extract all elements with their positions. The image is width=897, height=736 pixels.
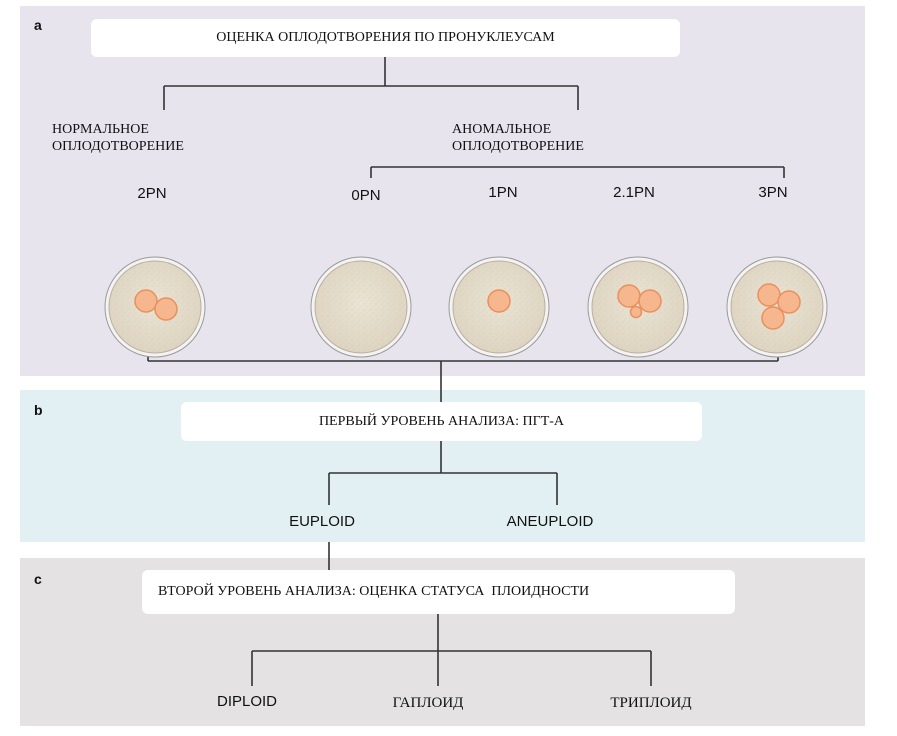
abnormal-line-1: АНОМАЛЬНОЕ: [452, 122, 552, 137]
diploid-label: DIPLOID: [216, 693, 278, 710]
category-2pn-label: 2PN: [137, 185, 167, 202]
ploidy-title: ВТОРОЙ УРОВЕНЬ АНАЛИЗА: ОЦЕНКА СТАТУСА П…: [158, 584, 590, 599]
pgt-a-title: ПЕРВЫЙ УРОВЕНЬ АНАЛИЗА: ПГТ-А: [318, 413, 565, 429]
embryo-1pn-image: [448, 256, 550, 358]
panel-b-label: b: [34, 402, 43, 418]
panel-c-label: c: [34, 571, 42, 587]
category-1pn-label: 1PN: [488, 184, 518, 201]
haploid-label: ГАПЛОИД: [392, 695, 464, 711]
embryo-3pn-image: [726, 256, 828, 358]
pronuclei-assessment-title: ОЦЕНКА ОПЛОДОТВОРЕНИЯ ПО ПРОНУКЛЕУСАМ: [216, 30, 555, 45]
category-2-1pn-label: 2.1PN: [613, 184, 655, 201]
pgt-a-title-box: ПЕРВЫЙ УРОВЕНЬ АНАЛИЗА: ПГТ-А: [181, 402, 702, 441]
embryo-2-1pn-image: [587, 256, 689, 358]
panel-a-label: a: [34, 17, 42, 33]
normal-line-2: ОПЛОДОТВОРЕНИЕ: [52, 139, 184, 154]
abnormal-line-2: ОПЛОДОТВОРЕНИЕ: [452, 139, 584, 154]
pronuclei-assessment-title-box: ОЦЕНКА ОПЛОДОТВОРЕНИЯ ПО ПРОНУКЛЕУСАМ: [91, 19, 680, 57]
normal-fertilization-label: НОРМАЛЬНОЕ ОПЛОДОТВОРЕНИЕ: [52, 121, 184, 155]
embryo-0pn-image: [310, 256, 412, 358]
ploidy-title-box: ВТОРОЙ УРОВЕНЬ АНАЛИЗА: ОЦЕНКА СТАТУСА П…: [142, 570, 735, 614]
abnormal-fertilization-label: АНОМАЛЬНОЕ ОПЛОДОТВОРЕНИЕ: [452, 121, 584, 155]
triploid-label: ТРИПЛОИД: [610, 695, 692, 711]
euploid-label: EUPLOID: [289, 513, 355, 530]
normal-line-1: НОРМАЛЬНОЕ: [52, 122, 149, 137]
aneuploid-label: ANEUPLOID: [506, 513, 594, 530]
category-0pn-label: 0PN: [351, 187, 381, 204]
embryo-2pn-image: [104, 256, 206, 358]
category-3pn-label: 3PN: [758, 184, 788, 201]
